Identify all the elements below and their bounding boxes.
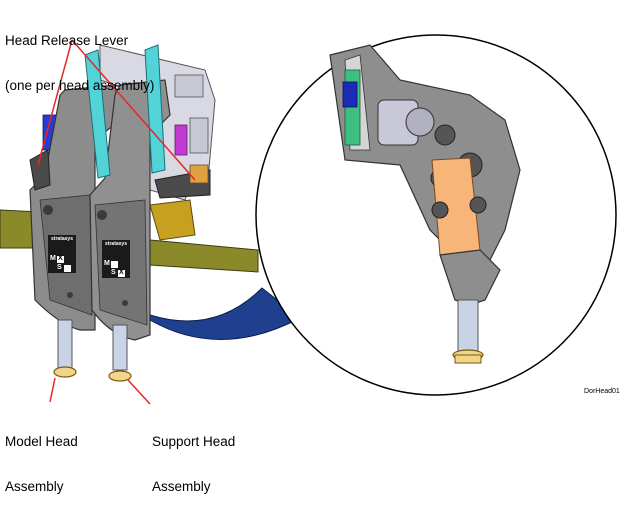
lever-tab bbox=[189, 164, 209, 184]
callout-lines bbox=[37, 39, 196, 405]
nozzle-tip bbox=[53, 366, 77, 378]
nozzle-tube bbox=[112, 324, 128, 371]
callout-line-lever bbox=[37, 39, 73, 166]
yellow-bracket bbox=[149, 199, 196, 241]
mounting-rail bbox=[149, 239, 259, 273]
check-box bbox=[64, 265, 71, 272]
callout-line1: Model Head bbox=[5, 434, 78, 449]
label-plate-model bbox=[48, 235, 76, 273]
lever-handle[interactable] bbox=[29, 149, 51, 191]
head-release-lever-callout: Head Release Lever (one per head assembl… bbox=[5, 3, 154, 108]
mark-m-left: M bbox=[50, 255, 56, 262]
frame-window bbox=[174, 74, 204, 98]
check-box bbox=[57, 256, 64, 263]
diagram-canvas: Head Release Lever (one per head assembl… bbox=[0, 3, 620, 494]
motor-end bbox=[405, 107, 435, 137]
check-box bbox=[118, 270, 125, 277]
screw bbox=[122, 300, 128, 306]
side-component bbox=[174, 124, 188, 156]
mark-s-right: S bbox=[111, 269, 116, 276]
mark-m-right: M bbox=[104, 260, 110, 267]
detail-lower-housing bbox=[439, 249, 501, 306]
pcb-connector bbox=[342, 81, 358, 108]
support-head-callout: Support Head Assembly bbox=[152, 404, 235, 509]
label-plate-support bbox=[102, 240, 130, 278]
mark-x-right: X bbox=[119, 269, 124, 276]
pcb-board bbox=[344, 69, 361, 146]
brand-label-left: stratasys bbox=[51, 236, 73, 242]
callout-line-lever bbox=[71, 39, 196, 181]
model-head-callout: Model Head Assembly bbox=[5, 404, 78, 509]
callout-line2: Assembly bbox=[5, 479, 64, 494]
callout-line-model bbox=[49, 377, 56, 403]
callout-line1: Support Head bbox=[152, 434, 236, 449]
mark-x-left: X bbox=[58, 255, 63, 262]
check-box bbox=[111, 261, 118, 268]
magnified-detail bbox=[255, 34, 617, 396]
brand-label-right: stratasys bbox=[105, 241, 127, 247]
print-head-illustration bbox=[0, 34, 617, 405]
frame-window bbox=[189, 117, 209, 154]
screw bbox=[97, 210, 107, 220]
callout-line1: Head Release Lever bbox=[5, 33, 129, 48]
callout-line2: Assembly bbox=[152, 479, 211, 494]
figure-id: DorHead01 bbox=[584, 388, 620, 395]
screw bbox=[67, 292, 73, 298]
gear bbox=[431, 201, 449, 219]
screw bbox=[43, 205, 53, 215]
nozzle-tip bbox=[108, 370, 132, 382]
mark-s-left: S bbox=[57, 264, 62, 271]
callout-line-support bbox=[127, 379, 151, 405]
detail-nozzle-ring bbox=[454, 354, 482, 364]
head-assembly-group bbox=[0, 44, 259, 382]
callout-line2: (one per head assembly) bbox=[5, 78, 155, 93]
head-release-lever[interactable] bbox=[84, 49, 111, 179]
detail-nozzle-tube bbox=[457, 299, 479, 353]
gear bbox=[469, 196, 487, 214]
gear bbox=[434, 124, 456, 146]
nozzle-tube bbox=[57, 319, 73, 371]
